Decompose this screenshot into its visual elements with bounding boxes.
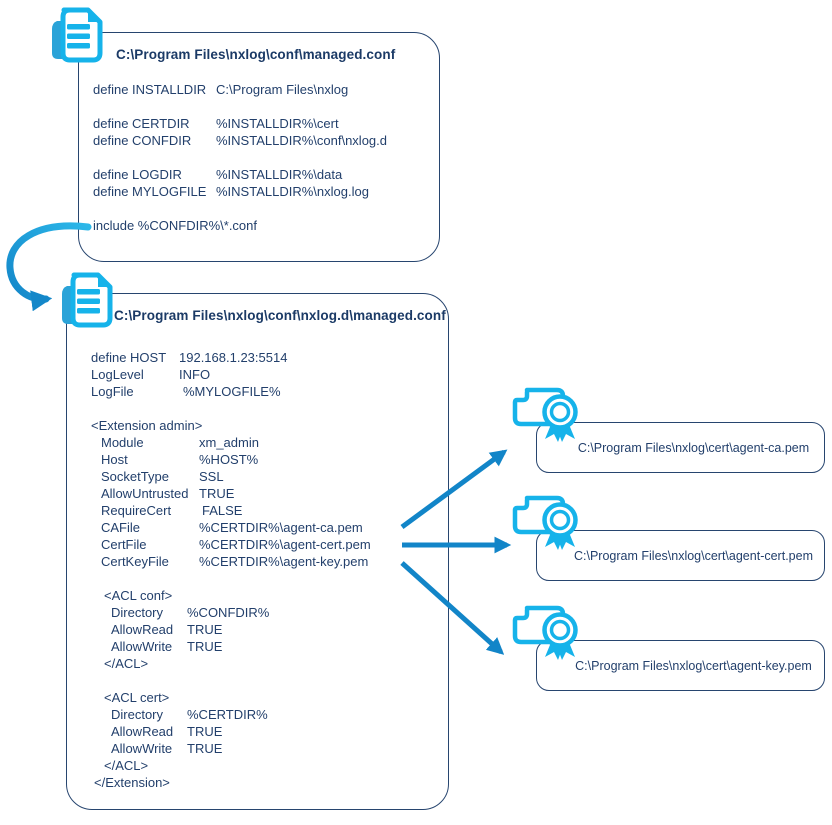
config-line: Directory%CONFDIR% [111,605,270,620]
config-line: define MYLOGFILE%INSTALLDIR%\nxlog.log [93,184,369,199]
document-icon [62,272,113,328]
certificate-icon [512,387,578,442]
config-line [93,200,439,217]
config-line: <Extension admin> [91,418,203,433]
config-line: </ACL> [104,758,149,773]
cert-file-path: C:\Program Files\nxlog\cert\agent-key.pe… [575,658,812,673]
config-line: CertFile%CERTDIR%\agent-cert.pem [101,537,371,552]
config-line [91,570,448,587]
cert-file-path: C:\Program Files\nxlog\cert\agent-ca.pem [577,440,810,455]
config-line: define CERTDIR%INSTALLDIR%\cert [93,116,339,131]
config-box-managed-conf: C:\Program Files\nxlog\conf\managed.conf… [78,32,440,262]
config-line: CAFile%CERTDIR%\agent-ca.pem [101,520,363,535]
config-line: Directory%CERTDIR% [111,707,268,722]
config-line [91,672,448,689]
config-line [93,149,439,166]
config-line: </Extension> [94,775,170,790]
cert-file-box-agent-key: C:\Program Files\nxlog\cert\agent-key.pe… [536,640,825,691]
file-path-title: C:\Program Files\nxlog\conf\nxlog.d\mana… [114,308,446,323]
file-path-title: C:\Program Files\nxlog\conf\managed.conf [116,47,396,62]
certificate-icon [512,605,578,660]
config-line [93,98,439,115]
config-line: <ACL conf> [104,588,173,603]
cert-file-box-agent-cert: C:\Program Files\nxlog\cert\agent-cert.p… [536,530,825,581]
config-line: CertKeyFile%CERTDIR%\agent-key.pem [101,554,369,569]
config-line: Host%HOST% [101,452,259,467]
cert-file-box-agent-ca: C:\Program Files\nxlog\cert\agent-ca.pem [536,422,825,473]
config-box-nxlog-d-managed-conf: C:\Program Files\nxlog\conf\nxlog.d\mana… [66,293,449,810]
config-line: <ACL cert> [104,690,170,705]
config-line: </ACL> [104,656,149,671]
config-line: include %CONFDIR%\*.conf [93,218,257,233]
config-line: define LOGDIR%INSTALLDIR%\data [93,167,343,182]
config-line: define CONFDIR%INSTALLDIR%\conf\nxlog.d [93,133,387,148]
certificate-icon [512,495,578,550]
config-line [91,400,448,417]
cert-file-path: C:\Program Files\nxlog\cert\agent-cert.p… [574,548,813,563]
document-icon [52,7,103,63]
config-line: LogFile%MYLOGFILE% [91,384,281,399]
